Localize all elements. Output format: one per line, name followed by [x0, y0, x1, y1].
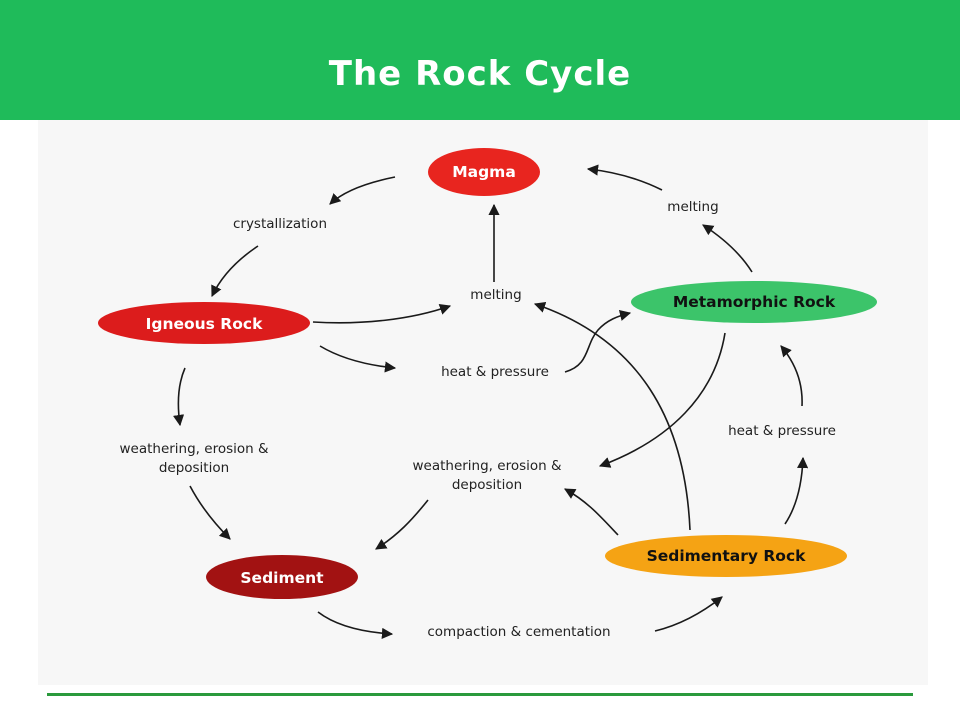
arrow-sediment-to-compaction [317, 611, 394, 639]
title-banner: The Rock Cycle [0, 0, 960, 120]
arrow-weathering-center-to-sediment [375, 499, 429, 550]
diagram-background [38, 120, 928, 685]
arrow-weathering-left-to-sediment [189, 485, 231, 540]
node-sedimentary-rock-label: Sedimentary Rock [647, 547, 807, 565]
arrow-heat-pressure-to-metamorphic [564, 310, 632, 373]
label-compaction-cementation: compaction & cementation [427, 624, 610, 640]
arrow-crystallization-to-igneous [211, 245, 259, 298]
arrow-melting-to-magma-right [586, 164, 663, 191]
arrow-igneous-to-heat-pressure [319, 345, 397, 373]
arrow-metamorphic-to-weathering [598, 332, 726, 468]
node-magma: Magma [428, 148, 540, 196]
arrow-sedimentary-to-heat-pressure [784, 456, 809, 525]
node-metamorphic-rock: Metamorphic Rock [631, 281, 877, 323]
arrow-sedimentary-to-weathering-center [564, 488, 619, 536]
arrow-igneous-to-weathering-left [173, 367, 186, 427]
label-weathering-left-line1: weathering, erosion & [119, 441, 268, 457]
label-crystallization: crystallization [233, 216, 327, 232]
arrow-metamorphic-to-melting [702, 224, 753, 273]
node-igneous-rock-label: Igneous Rock [146, 315, 263, 333]
node-magma-label: Magma [452, 163, 516, 181]
arrow-magma-to-crystallization [329, 176, 396, 205]
page-title: The Rock Cycle [328, 54, 632, 94]
node-metamorphic-rock-label: Metamorphic Rock [673, 293, 836, 311]
node-sedimentary-rock: Sedimentary Rock [605, 535, 847, 577]
label-heat-pressure-right: heat & pressure [728, 423, 836, 439]
label-weathering-left-line2: deposition [159, 460, 229, 476]
arrow-igneous-to-melting [312, 304, 452, 324]
node-sediment-label: Sediment [240, 569, 324, 587]
arrow-heat-pressure-to-metamorphic-right [780, 345, 803, 407]
node-igneous-rock: Igneous Rock [98, 302, 310, 344]
arrow-sedimentary-to-melting [533, 301, 691, 531]
label-heat-pressure-center: heat & pressure [441, 364, 549, 380]
label-melting-top-right: melting [667, 199, 718, 215]
label-weathering-center-line1: weathering, erosion & [412, 458, 561, 474]
arrow-compaction-to-sedimentary [654, 596, 723, 632]
footer-rule [47, 693, 913, 696]
label-weathering-center-line2: deposition [452, 477, 522, 493]
label-melting-center: melting [470, 287, 521, 303]
node-sediment: Sediment [206, 555, 358, 599]
